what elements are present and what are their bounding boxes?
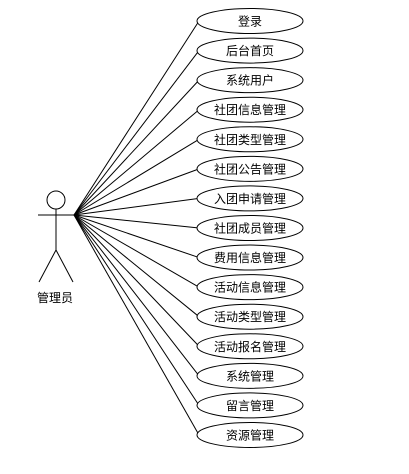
use-case: 社团信息管理: [196, 96, 304, 123]
use-case: 登录: [196, 8, 304, 34]
association-line: [73, 214, 200, 229]
association-line: [73, 214, 200, 259]
association-line: [73, 79, 200, 216]
use-case-label: 社团公告管理: [214, 161, 286, 176]
actor-left-leg: [38, 249, 57, 283]
use-case: 后台首页: [196, 37, 304, 64]
use-case-label: 活动报名管理: [214, 339, 286, 354]
association-line: [73, 109, 200, 216]
use-case-ellipse: [196, 155, 304, 182]
use-case-ellipse: [196, 8, 304, 34]
association-line: [73, 214, 200, 406]
association-lines: [73, 20, 200, 436]
use-case-label: 社团信息管理: [214, 102, 286, 117]
use-case-label: 系统用户: [226, 73, 274, 88]
use-case: 社团公告管理: [196, 155, 304, 182]
association-line: [73, 197, 200, 216]
use-case-label: 入团申请管理: [214, 191, 286, 206]
use-case-label: 社团成员管理: [214, 220, 286, 235]
association-line: [73, 214, 200, 288]
use-case-ellipse: [196, 421, 304, 448]
use-case-list: 登录后台首页系统用户社团信息管理社团类型管理社团公告管理入团申请管理社团成员管理…: [196, 8, 304, 448]
use-case: 入团申请管理: [196, 185, 304, 212]
use-case-ellipse: [196, 392, 304, 419]
association-line: [73, 138, 200, 216]
use-case-ellipse: [196, 274, 304, 301]
use-case-ellipse: [196, 214, 304, 241]
actor-head: [46, 190, 66, 210]
use-case-label: 活动信息管理: [214, 280, 286, 295]
use-case-label: 活动类型管理: [214, 309, 286, 324]
use-case-label: 留言管理: [226, 398, 274, 413]
use-case: 社团类型管理: [196, 126, 304, 153]
association-line: [73, 214, 200, 436]
association-line: [73, 20, 200, 216]
association-line: [73, 214, 200, 377]
association-line: [73, 168, 200, 216]
use-case-ellipse: [196, 37, 304, 64]
use-case-ellipse: [196, 67, 304, 94]
association-line: [73, 214, 200, 318]
use-case: 活动信息管理: [196, 274, 304, 301]
use-case: 活动类型管理: [196, 303, 304, 330]
actor-figure: 管理员: [37, 190, 74, 305]
use-case-ellipse: [196, 244, 304, 271]
use-case-ellipse: [196, 362, 304, 389]
use-case-label: 费用信息管理: [214, 250, 286, 265]
use-case: 留言管理: [196, 392, 304, 419]
actor-right-leg: [55, 249, 74, 283]
use-case: 费用信息管理: [196, 244, 304, 271]
use-case-ellipse: [196, 96, 304, 123]
association-line: [73, 214, 200, 347]
use-case: 系统用户: [196, 67, 304, 94]
use-case-ellipse: [196, 333, 304, 360]
use-case-ellipse: [196, 303, 304, 330]
use-case: 活动报名管理: [196, 333, 304, 360]
use-case: 资源管理: [196, 421, 304, 448]
use-case-label: 后台首页: [226, 43, 274, 58]
association-line: [73, 50, 200, 216]
use-case: 系统管理: [196, 362, 304, 389]
use-case-label: 资源管理: [226, 427, 274, 442]
use-case-ellipse: [196, 185, 304, 212]
use-case-label: 社团类型管理: [214, 132, 286, 147]
use-case-label: 系统管理: [226, 368, 274, 383]
actor-label: 管理员: [37, 290, 73, 305]
use-case-ellipse: [196, 126, 304, 153]
use-case-label: 登录: [238, 14, 262, 29]
use-case: 社团成员管理: [196, 214, 304, 241]
